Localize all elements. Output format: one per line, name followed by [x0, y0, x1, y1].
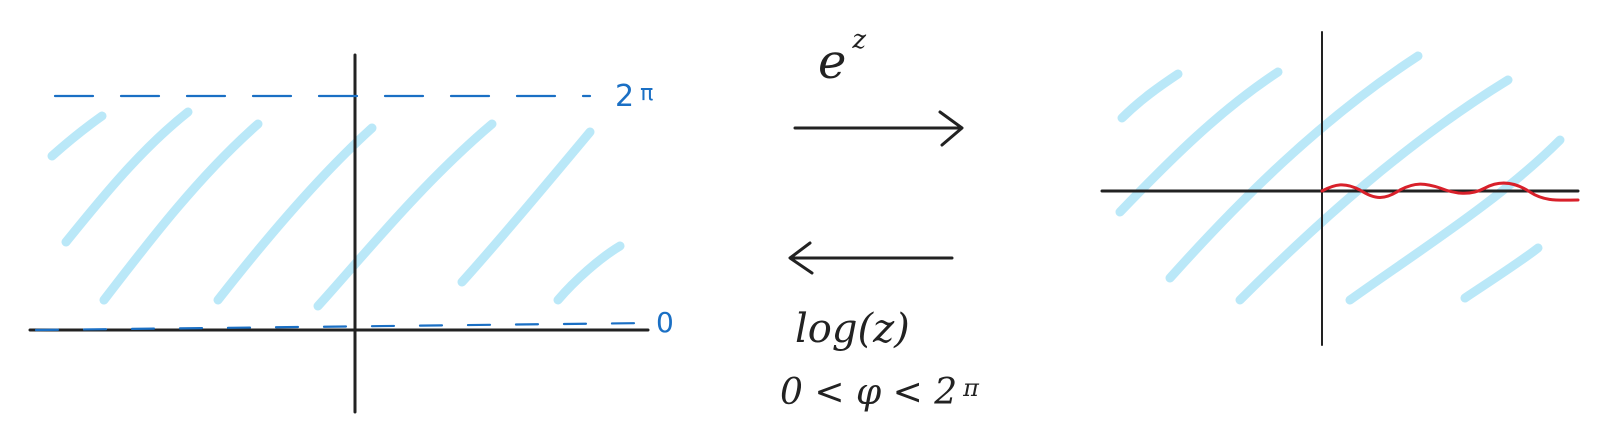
- inverse-arrow: [788, 241, 954, 275]
- branch-cut: [1320, 181, 1580, 202]
- plane-shading: [1115, 51, 1565, 305]
- forward-arrow: [793, 110, 964, 147]
- strip-bottom-boundary: [34, 321, 652, 332]
- strip-shading: [47, 107, 625, 311]
- plane-panel: [1100, 31, 1580, 346]
- log-map-label: log(z): [795, 306, 910, 352]
- strip-bottom-label: 0: [656, 306, 674, 339]
